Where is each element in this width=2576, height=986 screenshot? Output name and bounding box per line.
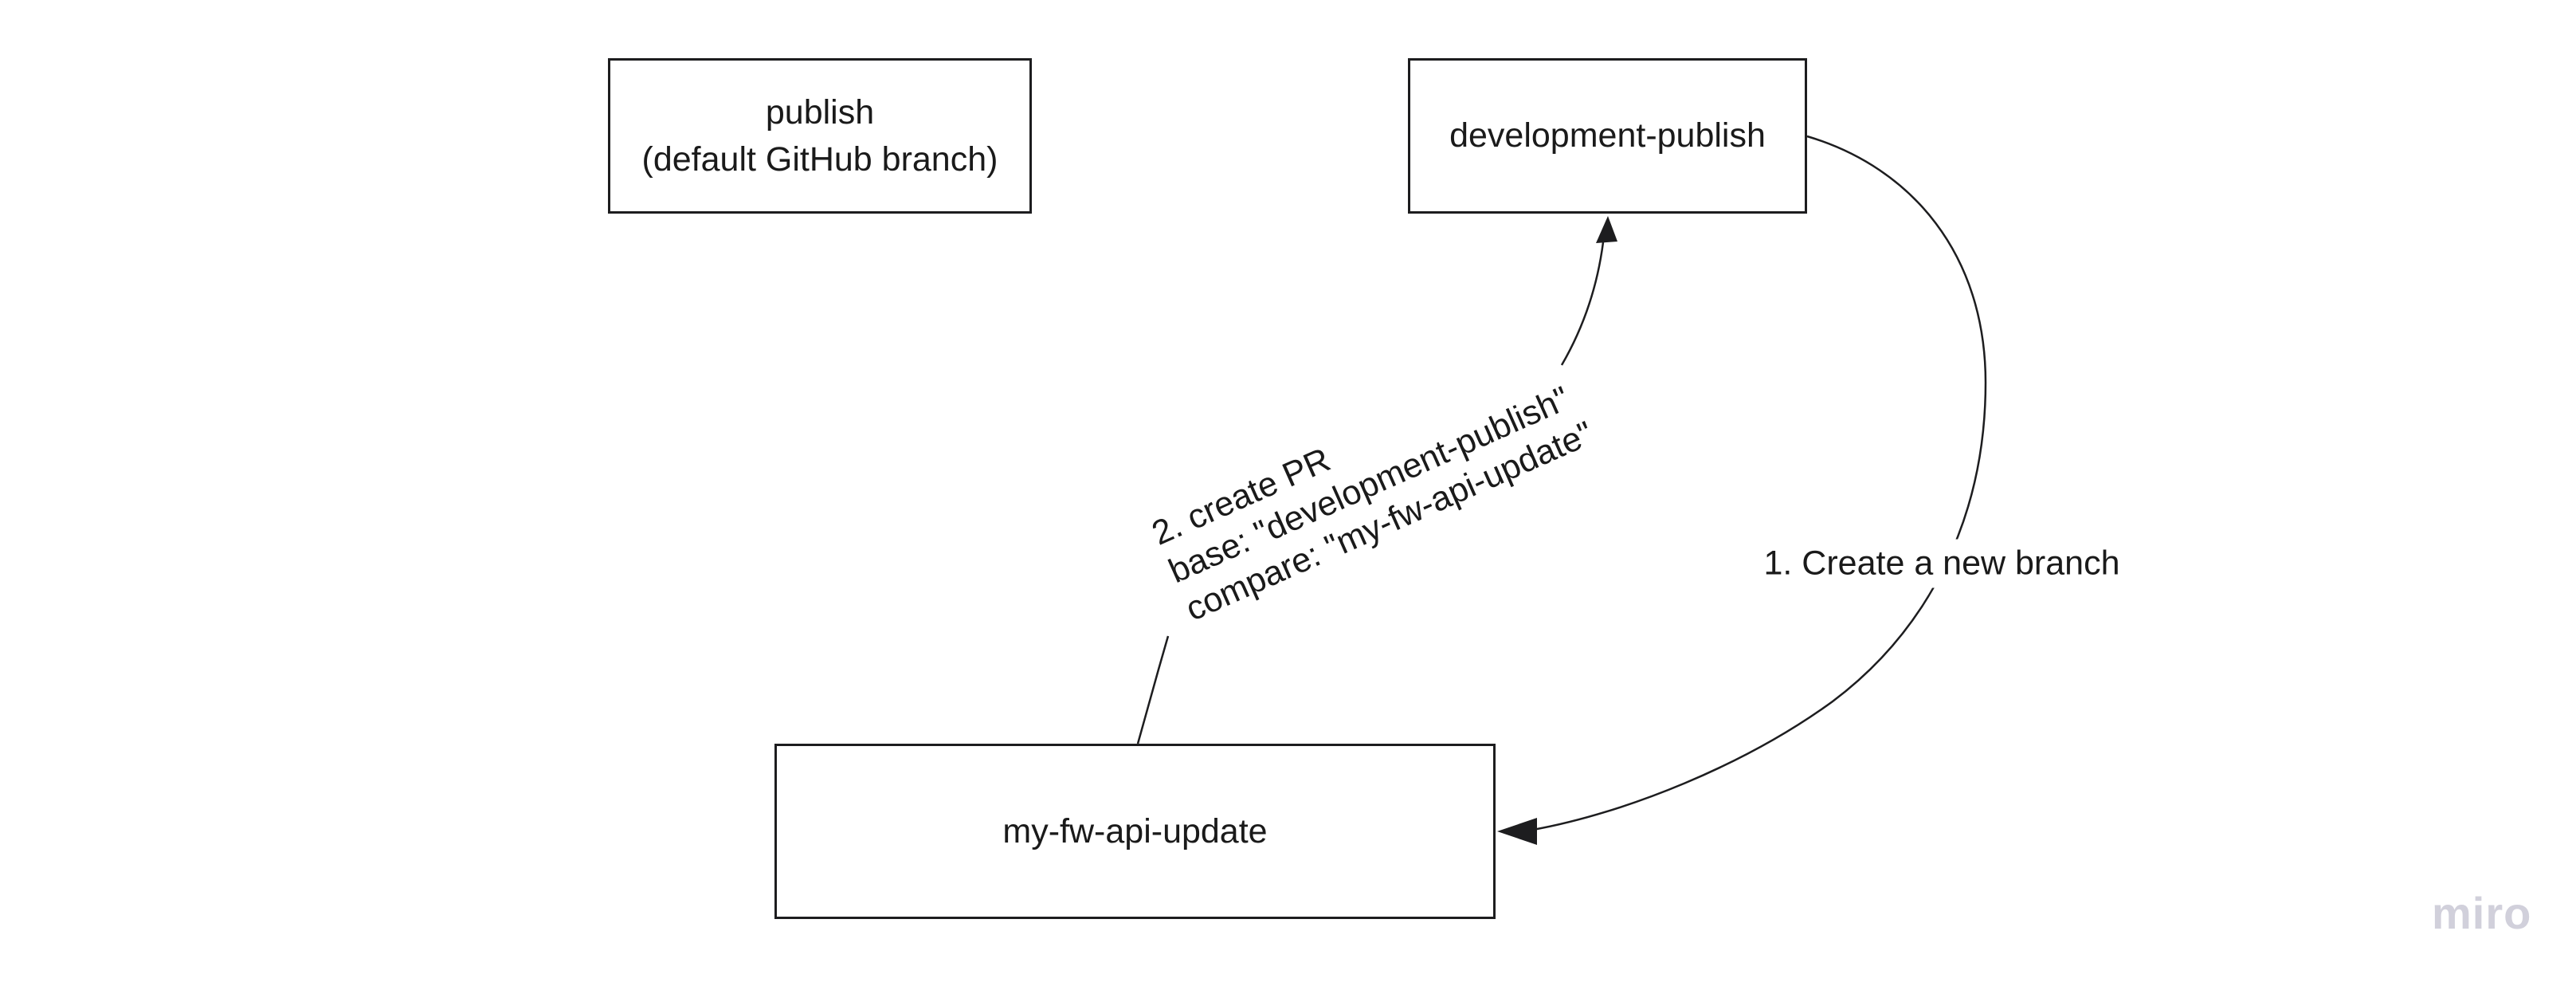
connector-create-pr[interactable]	[1136, 216, 1617, 744]
shape-my-fw-api-update-label: my-fw-api-update	[1002, 811, 1268, 850]
shape-development-publish[interactable]: development-publish	[1408, 58, 1807, 214]
connector-create-pr-line-lower[interactable]	[1136, 635, 1170, 744]
shape-development-publish-label: development-publish	[1449, 116, 1766, 155]
shape-publish-label-line1: publish	[765, 93, 875, 132]
shape-publish[interactable]: publish (default GitHub branch)	[608, 58, 1032, 214]
connector-label-create-branch[interactable]: 1. Create a new branch	[1751, 539, 2133, 588]
arrowhead-left-icon	[1497, 818, 1537, 845]
connector-create-pr-line-upper[interactable]	[1560, 242, 1605, 366]
miro-watermark-logo: miro	[2432, 888, 2532, 938]
arrowhead-up-icon	[1596, 216, 1617, 243]
connector-create-branch[interactable]	[1497, 135, 1987, 845]
shape-my-fw-api-update[interactable]: my-fw-api-update	[774, 744, 1496, 919]
shape-publish-label-line2: (default GitHub branch)	[641, 139, 998, 179]
